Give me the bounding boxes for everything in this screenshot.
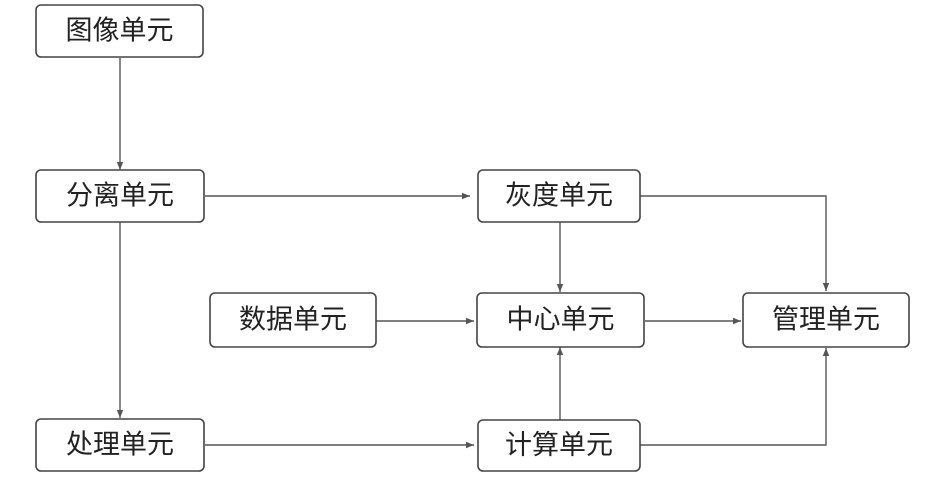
- node-processing-unit: 处理单元: [36, 419, 204, 471]
- node-label-separation-unit: 分离单元: [66, 181, 174, 212]
- node-data-unit: 数据单元: [210, 293, 376, 347]
- node-label-management-unit: 管理单元: [772, 305, 880, 336]
- edge-grayscale-to-management: [640, 196, 826, 291]
- node-calculation-unit: 计算单元: [478, 420, 640, 471]
- node-management-unit: 管理单元: [743, 293, 909, 347]
- node-label-center-unit: 中心单元: [507, 305, 615, 336]
- node-label-data-unit: 数据单元: [239, 305, 347, 336]
- node-separation-unit: 分离单元: [36, 170, 204, 222]
- edge-calculation-to-management: [640, 348, 826, 445]
- node-label-grayscale-unit: 灰度单元: [505, 181, 613, 212]
- node-label-image-unit: 图像单元: [66, 16, 174, 47]
- node-label-processing-unit: 处理单元: [66, 430, 174, 461]
- node-label-calculation-unit: 计算单元: [505, 430, 613, 461]
- node-grayscale-unit: 灰度单元: [478, 170, 640, 222]
- node-center-unit: 中心单元: [477, 293, 644, 347]
- node-image-unit: 图像单元: [36, 5, 203, 57]
- edges: [120, 58, 826, 445]
